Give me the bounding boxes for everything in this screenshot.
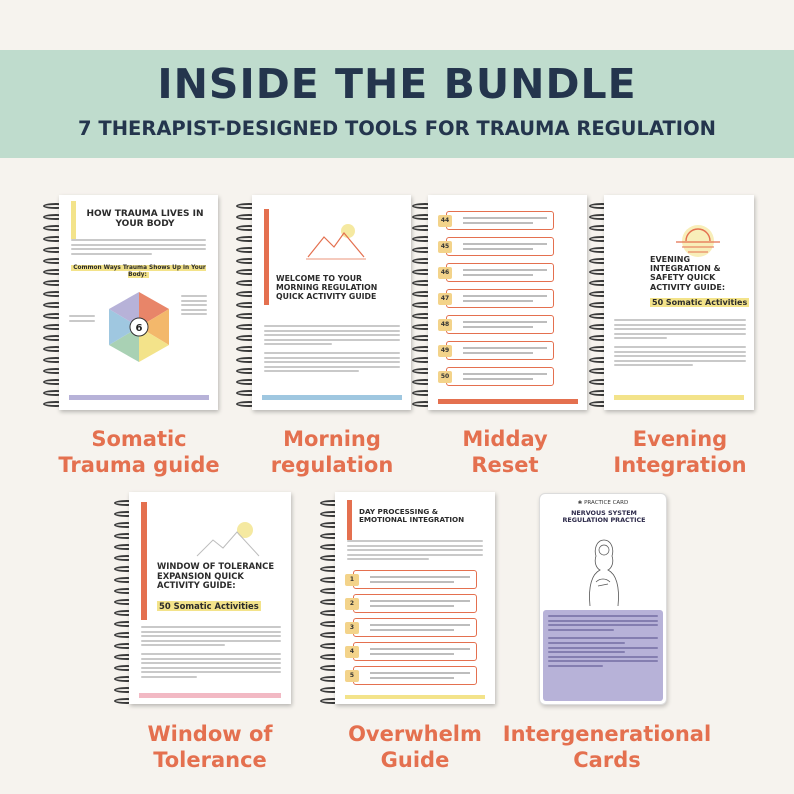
- spiral-binding: [43, 203, 69, 412]
- book-footer-stripe: [614, 395, 744, 400]
- caption-evening-integration: Evening Integration: [585, 426, 775, 478]
- book-body-text: [347, 540, 483, 563]
- spiral-binding: [320, 500, 346, 709]
- product-book-midday-reset[interactable]: 44 45 46 47 48 49 50: [428, 195, 587, 410]
- book-accent-stripe: [347, 500, 352, 540]
- caption-window-of-tolerance: Window of Tolerance: [115, 721, 305, 773]
- mountain-sun-icon: [196, 522, 260, 557]
- book-title: WINDOW OF TOLERANCE EXPANSION QUICK ACTI…: [157, 561, 275, 591]
- caption-somatic-trauma: Somatic Trauma guide: [44, 426, 234, 478]
- wheel-labels-right: [181, 295, 207, 318]
- caption-intergenerational-cards: Intergenerational Cards: [497, 721, 717, 773]
- mountain-sun-icon: [306, 224, 366, 260]
- page-title: INSIDE THE BUNDLE: [157, 60, 637, 108]
- activity-row: 4: [345, 642, 477, 661]
- book-subheading: Common Ways Trauma Shows Up in Your Body…: [71, 265, 206, 278]
- trauma-wheel-diagram: 6: [109, 292, 169, 362]
- activity-row: 44: [438, 211, 554, 230]
- book-highlight: 50 Somatic Activities: [650, 298, 750, 307]
- caption-line: Cards: [573, 748, 641, 772]
- book-body-text: [264, 325, 400, 375]
- caption-morning-regulation: Morning regulation: [237, 426, 427, 478]
- activity-row: 47: [438, 289, 554, 308]
- book-title: DAY PROCESSING & EMOTIONAL INTEGRATION: [359, 507, 465, 525]
- caption-line: Integration: [613, 453, 747, 477]
- page-subtitle: 7 THERAPIST-DESIGNED TOOLS FOR TRAUMA RE…: [78, 117, 716, 140]
- book-footer-stripe: [69, 395, 209, 400]
- caption-line: Somatic: [91, 427, 187, 451]
- book-footer-stripe: [438, 399, 578, 404]
- caption-line: Overwhelm: [348, 722, 482, 746]
- activity-row: 48: [438, 315, 554, 334]
- product-book-evening-integration[interactable]: EVENING INTEGRATION & SAFETY QUICK ACTIV…: [604, 195, 754, 410]
- product-book-window-of-tolerance[interactable]: WINDOW OF TOLERANCE EXPANSION QUICK ACTI…: [129, 492, 291, 704]
- activity-row: 3: [345, 618, 477, 637]
- card-label: ❀ PRACTICE CARD: [577, 500, 629, 506]
- book-footer-stripe: [345, 695, 485, 699]
- book-body-text: [614, 319, 746, 369]
- caption-line: Intergenerational: [502, 722, 712, 746]
- book-footer-stripe: [139, 693, 281, 698]
- activity-row: 2: [345, 594, 477, 613]
- book-body-text: [71, 239, 206, 257]
- product-book-morning-regulation[interactable]: WELCOME TO YOUR MORNING REGULATION QUICK…: [252, 195, 411, 410]
- caption-line: Reset: [471, 453, 539, 477]
- book-title: HOW TRAUMA LIVES IN YOUR BODY: [86, 209, 204, 230]
- caption-line: Window of: [147, 722, 273, 746]
- caption-overwhelm-guide: Overwhelm Guide: [320, 721, 510, 773]
- book-footer-stripe: [262, 395, 402, 400]
- caption-midday-reset: Midday Reset: [410, 426, 600, 478]
- product-practice-card[interactable]: ❀ PRACTICE CARD NERVOUS SYSTEM REGULATIO…: [539, 493, 667, 705]
- book-title: WELCOME TO YOUR MORNING REGULATION QUICK…: [276, 274, 378, 301]
- card-instructions-panel: [543, 610, 663, 701]
- header-banner: [0, 50, 794, 158]
- activity-row: 46: [438, 263, 554, 282]
- wheel-labels-left: [69, 315, 95, 324]
- book-highlight: 50 Somatic Activities: [157, 601, 261, 611]
- caption-line: Midday: [462, 427, 548, 451]
- activity-row: 49: [438, 341, 554, 360]
- caption-line: Tolerance: [153, 748, 267, 772]
- product-book-overwhelm-guide[interactable]: DAY PROCESSING & EMOTIONAL INTEGRATION 1…: [335, 492, 495, 704]
- book-accent-stripe: [141, 502, 147, 620]
- figure-illustration: [589, 539, 619, 607]
- caption-line: Trauma guide: [58, 453, 220, 477]
- caption-line: Evening: [632, 427, 728, 451]
- lotus-icon: ❀: [577, 500, 585, 506]
- book-body-text: [141, 626, 281, 681]
- activity-row: 5: [345, 666, 477, 685]
- book-accent-stripe: [71, 201, 76, 239]
- activity-row: 1: [345, 570, 477, 589]
- caption-line: Morning: [283, 427, 381, 451]
- sunset-icon: [676, 225, 720, 257]
- wheel-center-number: 6: [136, 323, 143, 334]
- product-book-somatic-trauma[interactable]: HOW TRAUMA LIVES IN YOUR BODY Common Way…: [59, 195, 218, 410]
- caption-line: regulation: [270, 453, 394, 477]
- card-title: NERVOUS SYSTEM REGULATION PRACTICE: [562, 509, 646, 525]
- book-title: EVENING INTEGRATION & SAFETY QUICK ACTIV…: [650, 255, 726, 292]
- book-accent-stripe: [264, 209, 269, 305]
- activity-row: 50: [438, 367, 554, 386]
- caption-line: Guide: [380, 748, 450, 772]
- activity-row: 45: [438, 237, 554, 256]
